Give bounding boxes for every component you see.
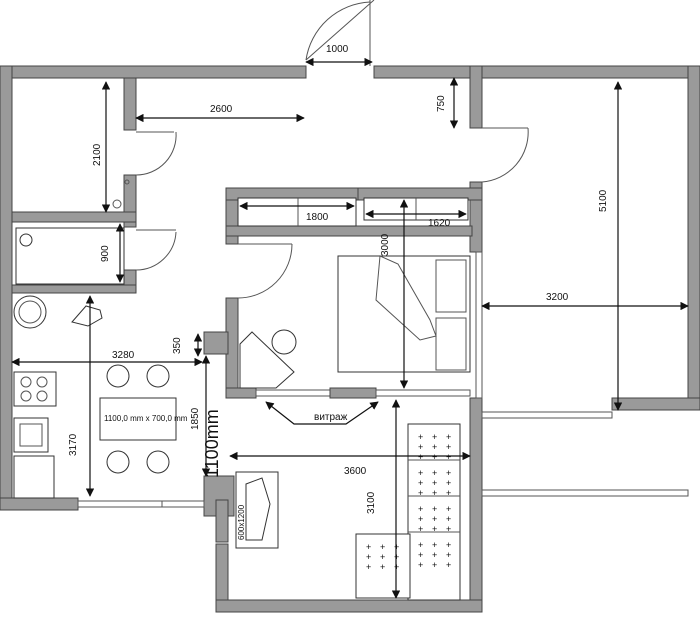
cushion-mark: + bbox=[366, 552, 371, 562]
cushion-mark: + bbox=[446, 524, 451, 534]
cushion-mark: + bbox=[446, 442, 451, 452]
cushion-mark: + bbox=[418, 488, 423, 498]
table-size-label: 1100,0 mm x 700,0 mm bbox=[104, 414, 188, 423]
cushion-mark: + bbox=[418, 504, 423, 514]
dim-right-room-height: 5100 bbox=[598, 189, 609, 212]
sofa-cushion-pattern: ++++++++++++++++++++++++++++++++++++++++… bbox=[366, 432, 451, 572]
cushion-mark: + bbox=[432, 540, 437, 550]
cushion-mark: + bbox=[418, 540, 423, 550]
dim-storage-height: 2100 bbox=[92, 143, 103, 166]
cushion-mark: + bbox=[418, 524, 423, 534]
dim-living-depth: 3100 bbox=[366, 491, 377, 514]
inner-walls bbox=[11, 77, 483, 543]
cushion-mark: + bbox=[432, 488, 437, 498]
cushion-mark: + bbox=[432, 514, 437, 524]
cushion-mark: + bbox=[432, 504, 437, 514]
cushion-mark: + bbox=[432, 550, 437, 560]
cushion-mark: + bbox=[418, 550, 423, 560]
dim-wardrobe-right: 1620 bbox=[428, 218, 451, 229]
dim-partition-gap: 350 bbox=[172, 337, 183, 354]
cushion-mark: + bbox=[418, 442, 423, 452]
dim-entry-door: 1000 bbox=[326, 44, 349, 55]
dim-wardrobe-left: 1800 bbox=[306, 212, 329, 223]
dim-bedroom-height: 3000 bbox=[380, 233, 391, 256]
cushion-mark: + bbox=[380, 542, 385, 552]
bathtub bbox=[15, 227, 125, 285]
cushion-mark: + bbox=[446, 514, 451, 524]
cushion-mark: + bbox=[432, 560, 437, 570]
cushion-mark: + bbox=[446, 488, 451, 498]
tv-size-label: 600x1200 bbox=[237, 504, 246, 540]
dim-kitchen-width: 3280 bbox=[112, 350, 135, 361]
cushion-mark: + bbox=[394, 552, 399, 562]
cushion-mark: + bbox=[432, 442, 437, 452]
dim-corridor-top-gap: 750 bbox=[436, 95, 447, 112]
cushion-mark: + bbox=[418, 452, 423, 462]
cushion-mark: + bbox=[432, 524, 437, 534]
cushion-mark: + bbox=[446, 560, 451, 570]
cushion-mark: + bbox=[432, 478, 437, 488]
dining-table bbox=[99, 397, 177, 441]
cushion-mark: + bbox=[446, 550, 451, 560]
wardrobe-left bbox=[237, 197, 357, 227]
cushion-mark: + bbox=[380, 562, 385, 572]
cushion-mark: + bbox=[432, 432, 437, 442]
cushion-mark: + bbox=[394, 542, 399, 552]
cushion-mark: + bbox=[394, 562, 399, 572]
vitrazh-label: витраж bbox=[314, 412, 348, 423]
dim-living-width: 3600 bbox=[344, 466, 367, 477]
dim-hall-depth: 1850 bbox=[190, 407, 201, 430]
cushion-mark: + bbox=[418, 478, 423, 488]
cushion-mark: + bbox=[418, 432, 423, 442]
cushion-mark: + bbox=[446, 478, 451, 488]
dimension-labels: 1000 2600 750 2100 900 3280 3170 350 185… bbox=[68, 44, 609, 540]
dim-bath-height: 900 bbox=[100, 245, 111, 262]
desk bbox=[239, 331, 295, 389]
cushion-mark: + bbox=[380, 552, 385, 562]
dim-hall-width: 1100mm bbox=[202, 409, 222, 478]
stove bbox=[13, 371, 57, 407]
cushion-mark: + bbox=[432, 468, 437, 478]
furniture bbox=[13, 179, 471, 601]
windows bbox=[77, 251, 689, 601]
cushion-mark: + bbox=[418, 468, 423, 478]
cushion-mark: + bbox=[446, 504, 451, 514]
cushion-mark: + bbox=[366, 562, 371, 572]
cushion-mark: + bbox=[446, 452, 451, 462]
dim-right-room-width: 3200 bbox=[546, 292, 569, 303]
dim-corridor-length: 2600 bbox=[210, 104, 233, 115]
cushion-mark: + bbox=[418, 514, 423, 524]
kitchen-sink bbox=[13, 417, 49, 453]
laundry-item bbox=[71, 305, 103, 327]
cushion-mark: + bbox=[432, 452, 437, 462]
doors bbox=[135, 0, 529, 299]
dimension-lines bbox=[11, 57, 689, 599]
cushion-mark: + bbox=[418, 560, 423, 570]
cushion-mark: + bbox=[446, 432, 451, 442]
cushion-mark: + bbox=[366, 542, 371, 552]
cushion-mark: + bbox=[446, 540, 451, 550]
fridge bbox=[13, 455, 55, 499]
dim-kitchen-depth: 3170 bbox=[68, 433, 79, 456]
outer-walls bbox=[0, 65, 700, 613]
cushion-mark: + bbox=[446, 468, 451, 478]
